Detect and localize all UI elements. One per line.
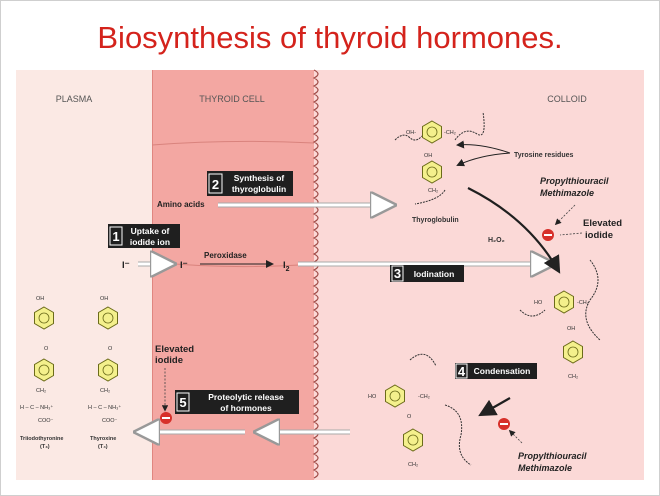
svg-text:COO⁻: COO⁻ [102, 418, 118, 424]
ptu-top-1: Propylthiouracil [540, 176, 609, 186]
tyrosine-ring-2 [422, 160, 442, 184]
elevated-iodide-cell-1: Elevated [155, 344, 194, 355]
svg-text:1: 1 [112, 229, 119, 244]
svg-text:Uptake of: Uptake of [131, 226, 170, 236]
step-1-box: 1 Uptake of iodide ion [108, 224, 180, 248]
svg-text:5: 5 [179, 395, 186, 410]
t3-label-1: Triiodothyronine [20, 436, 63, 442]
svg-text:O: O [108, 346, 113, 352]
t4-molecule: OH O CH₂ H – C – NH₃⁺ COO⁻ [88, 296, 121, 424]
svg-text:HO: HO [368, 394, 377, 400]
t3-molecule: OH O CH₂ H – C – NH₃⁺ COO⁻ [20, 296, 54, 424]
thyroid-cell-region [152, 70, 314, 480]
diiodotyrosine-ring-2 [563, 340, 583, 364]
ptu-bottom-2: Methimazole [518, 463, 572, 473]
thyroid-cell-label: THYROID CELL [199, 94, 265, 104]
svg-text:Proteolytic release: Proteolytic release [208, 392, 284, 402]
t4-label-2: (T₄) [98, 444, 108, 450]
thyroglobulin-label: Thyroglobulin [412, 217, 459, 224]
iodine-label: I2 [283, 260, 290, 273]
microvilli-border [312, 69, 319, 479]
svg-text:H – C – NH₃⁺: H – C – NH₃⁺ [20, 404, 53, 411]
t3-label-2: (T₃) [40, 444, 50, 450]
h2o2-label: H₂O₂ [488, 237, 505, 244]
svg-text:OH: OH [424, 153, 432, 159]
step-5-box: 5 Proteolytic release of hormones [175, 390, 299, 414]
tyrosine-residues-label: Tyrosine residues [514, 152, 574, 159]
svg-text:HO: HO [534, 300, 543, 306]
svg-text:OH: OH [36, 296, 44, 302]
svg-text:4: 4 [458, 364, 466, 379]
svg-text:2: 2 [212, 177, 219, 192]
svg-text:thyroglobulin: thyroglobulin [232, 184, 286, 194]
svg-text:OH-: OH- [406, 130, 416, 136]
ptu-top-2: Methimazole [540, 188, 594, 198]
svg-text:CH₂: CH₂ [568, 374, 578, 380]
svg-text:Condensation: Condensation [474, 366, 531, 376]
t4-label-1: Thyroxine [90, 436, 116, 442]
colloid-region [314, 70, 644, 480]
elevated-iodide-colloid-2: iodide [585, 230, 613, 241]
step-2-box: 2 Synthesis of thyroglobulin [207, 171, 293, 196]
svg-text:Iodination: Iodination [414, 269, 455, 279]
svg-text:-CH₂: -CH₂ [577, 300, 589, 306]
diiodotyrosine-ring-1 [554, 290, 574, 314]
condensed-ring-1 [385, 384, 405, 408]
ptu-bottom-1: Propylthiouracil [518, 451, 587, 461]
svg-text:-CH₂: -CH₂ [418, 394, 430, 400]
peroxidase-label: Peroxidase [204, 251, 247, 260]
svg-text:OH: OH [567, 326, 575, 332]
svg-text:H – C – NH₃⁺: H – C – NH₃⁺ [88, 404, 121, 411]
svg-text:3: 3 [394, 266, 401, 281]
plasma-label: PLASMA [56, 94, 93, 104]
svg-text:-CH₂: -CH₂ [444, 130, 456, 136]
svg-text:COO⁻: COO⁻ [38, 418, 54, 424]
svg-text:O: O [407, 414, 412, 420]
step-4-box: 4 Condensation [455, 363, 537, 379]
svg-text:O: O [44, 346, 49, 352]
svg-text:OH: OH [100, 296, 108, 302]
condensed-ring-2 [403, 428, 423, 452]
tyrosine-ring-1 [422, 120, 442, 144]
svg-text:iodide ion: iodide ion [130, 237, 170, 247]
slide-title: Biosynthesis of thyroid hormones. [97, 20, 563, 55]
svg-text:CH₂: CH₂ [428, 188, 438, 194]
elevated-iodide-cell-2: iodide [155, 355, 183, 366]
amino-acids-label: Amino acids [157, 200, 205, 209]
svg-text:Synthesis of: Synthesis of [234, 173, 285, 183]
iodide-plasma: I⁻ [122, 260, 130, 271]
elevated-iodide-colloid-1: Elevated [583, 218, 622, 229]
svg-text:CH₂: CH₂ [36, 388, 46, 394]
step-3-box: 3 Iodination [390, 265, 464, 282]
iodide-cell: I⁻ [180, 260, 188, 271]
plasma-region [16, 70, 152, 480]
svg-text:CH₂: CH₂ [408, 462, 418, 468]
svg-text:CH₂: CH₂ [100, 388, 110, 394]
colloid-label: COLLOID [547, 94, 587, 104]
svg-text:of hormones: of hormones [220, 403, 272, 413]
